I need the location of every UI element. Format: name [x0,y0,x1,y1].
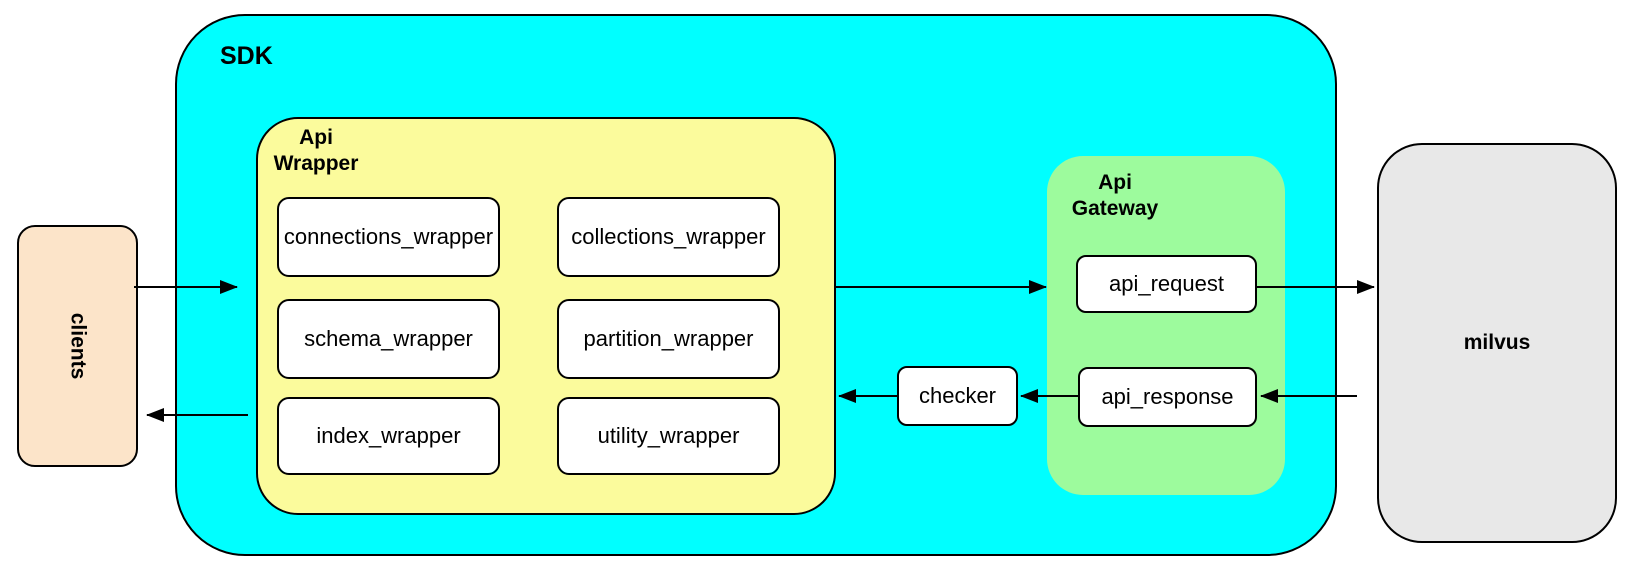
schema-wrapper-label: schema_wrapper [304,326,473,351]
index-wrapper-label: index_wrapper [316,423,461,448]
utility-wrapper-label: utility_wrapper [597,423,740,448]
api-gateway-label: Api Gateway [1059,170,1171,222]
api-wrapper-container: Api Wrapper connections_wrapper collecti… [256,117,836,515]
api-gateway-label-line2: Gateway [1071,197,1159,220]
api-request-node: api_request [1076,255,1257,313]
api-gateway-container: Api Gateway api_request api_response [1047,156,1285,495]
api-request-label: api_request [1109,271,1224,296]
checker-label: checker [918,383,997,408]
partition-wrapper-label: partition_wrapper [583,326,754,351]
collections-wrapper-label: collections_wrapper [571,224,766,249]
connections-wrapper-label: connections_wrapper [283,224,494,249]
checker-node: checker [897,366,1018,426]
clients-box: clients [17,225,138,467]
api-wrapper-label: Api Wrapper [260,125,372,177]
clients-label-wrap: clients [19,227,136,465]
utility-wrapper-node: utility_wrapper [557,397,780,475]
partition-wrapper-node: partition_wrapper [557,299,780,379]
milvus-label-wrap: milvus [1379,145,1615,541]
api-response-node: api_response [1078,367,1257,427]
clients-label: clients [66,312,90,380]
index-wrapper-node: index_wrapper [277,397,500,475]
collections-wrapper-node: collections_wrapper [557,197,780,277]
milvus-box: milvus [1377,143,1617,543]
api-wrapper-label-line2: Wrapper [273,152,359,175]
connections-wrapper-node: connections_wrapper [277,197,500,277]
api-response-label: api_response [1101,384,1234,409]
sdk-label: SDK [220,42,273,70]
milvus-label: milvus [1463,331,1531,354]
schema-wrapper-node: schema_wrapper [277,299,500,379]
api-gateway-label-line1: Api [1098,171,1132,194]
api-wrapper-label-line1: Api [299,126,333,149]
